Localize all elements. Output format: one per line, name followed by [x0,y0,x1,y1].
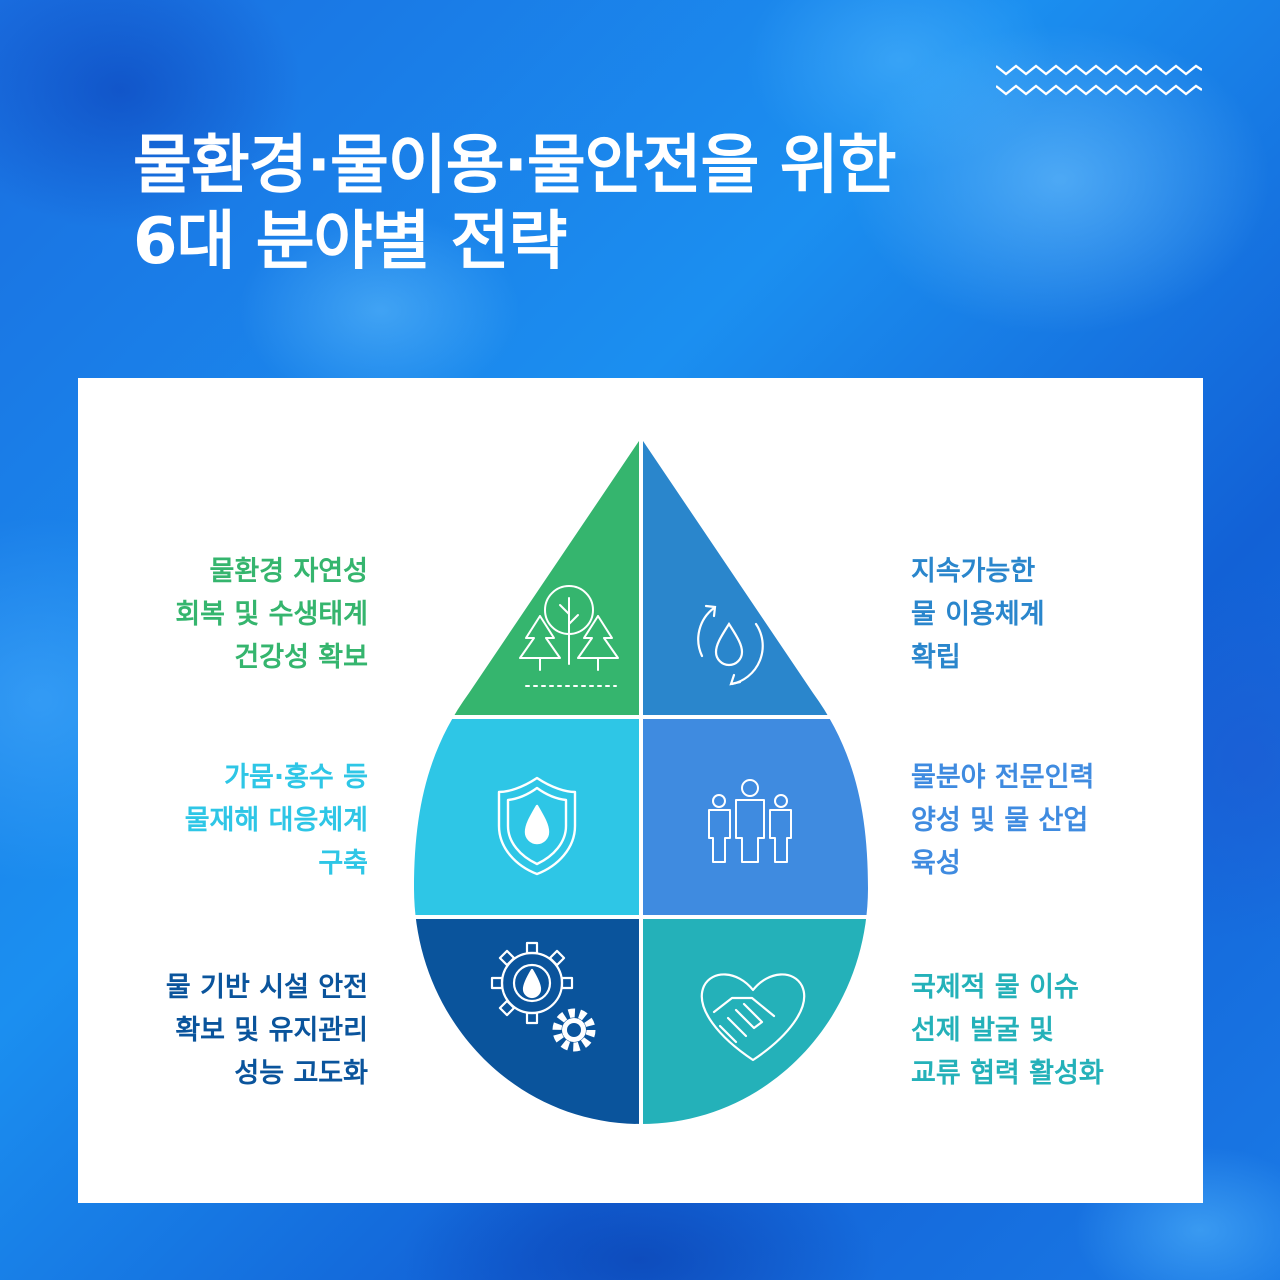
zigzag-decoration-icon [996,64,1202,96]
segment-water-use [643,438,868,715]
strategy-label-workforce: 물분야 전문인력 양성 및 물 산업 육성 [911,762,1095,879]
title-line-1: 물환경·물이용·물안전을 위한 [133,129,896,203]
shield-drop-icon [497,776,577,876]
title-line-2: 6대 분야별 전략 [133,205,567,279]
strategy-label-water-use: 지속가능한 물 이용체계 확립 [911,556,1045,673]
gear-drop-icon [490,941,596,1052]
strategy-label-ecosystem: 물환경 자연성 회복 및 수생태계 건강성 확보 [175,556,368,673]
water-drop-diagram [414,438,868,1124]
segment-international [643,919,868,1124]
strategy-label-international: 국제적 물 이슈 선제 발굴 및 교류 협력 활성화 [911,972,1104,1089]
strategy-label-disaster: 가뭄·홍수 등 물재해 대응체계 구축 [184,762,368,879]
strategy-card: 물환경 자연성 회복 및 수생태계 건강성 확보 지속가능한 물 이용체계 확립… [78,378,1203,1203]
segment-disaster [414,719,639,915]
forest-icon [519,585,619,687]
people-icon [708,779,792,863]
water-cycle-icon [697,604,764,686]
strategy-label-infrastructure: 물 기반 시설 안전 확보 및 유지관리 성능 고도화 [165,972,368,1089]
segment-ecosystem [414,438,639,715]
page-title: 물환경·물이용·물안전을 위한 6대 분야별 전략 [133,128,896,280]
segment-workforce [643,719,868,915]
handshake-heart-icon [700,973,806,1062]
